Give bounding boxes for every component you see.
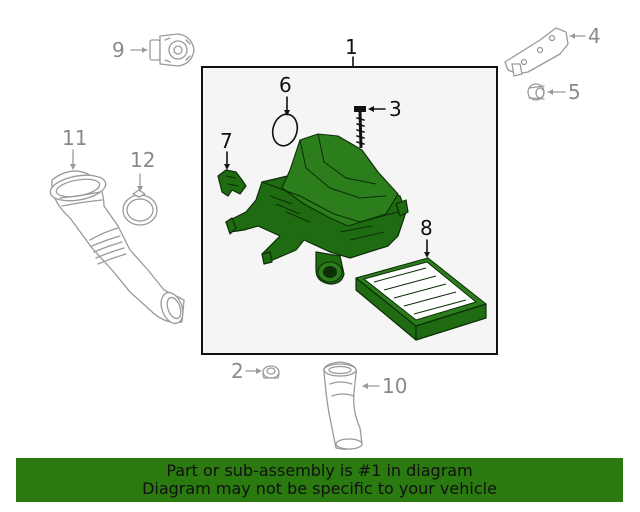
- callout-7: 7: [220, 129, 233, 153]
- air-cleaner-housing: [225, 133, 409, 285]
- part-11-intake-duct: [49, 170, 185, 325]
- part-3-bolt: [354, 106, 366, 149]
- callout-1: 1: [345, 35, 358, 59]
- part-2-nut: [262, 365, 280, 379]
- part-4-bracket: [504, 27, 569, 77]
- callout-12: 12: [130, 148, 155, 172]
- callout-3: 3: [389, 97, 402, 121]
- part-6-o-ring: [271, 113, 299, 147]
- part-8-air-filter: [355, 257, 487, 341]
- part-9-mass-airflow-sensor: [149, 33, 195, 67]
- callout-6: 6: [279, 73, 292, 97]
- callout-11: 11: [62, 126, 87, 150]
- part-7-sensor: [217, 169, 247, 197]
- disclaimer-banner: Part or sub-assembly is #1 in diagram Di…: [16, 458, 623, 502]
- part-12-clamp: [122, 189, 158, 226]
- callout-10: 10: [382, 374, 407, 398]
- callout-5: 5: [568, 80, 581, 104]
- callout-9: 9: [112, 38, 125, 62]
- part-10-outlet-duct: [323, 361, 363, 450]
- callout-4: 4: [588, 24, 601, 48]
- banner-line-2: Diagram may not be specific to your vehi…: [142, 479, 497, 498]
- part-5-grommet: [527, 83, 545, 101]
- callout-8: 8: [420, 216, 433, 240]
- callout-2: 2: [231, 359, 244, 383]
- banner-line-1: Part or sub-assembly is #1 in diagram: [166, 461, 473, 480]
